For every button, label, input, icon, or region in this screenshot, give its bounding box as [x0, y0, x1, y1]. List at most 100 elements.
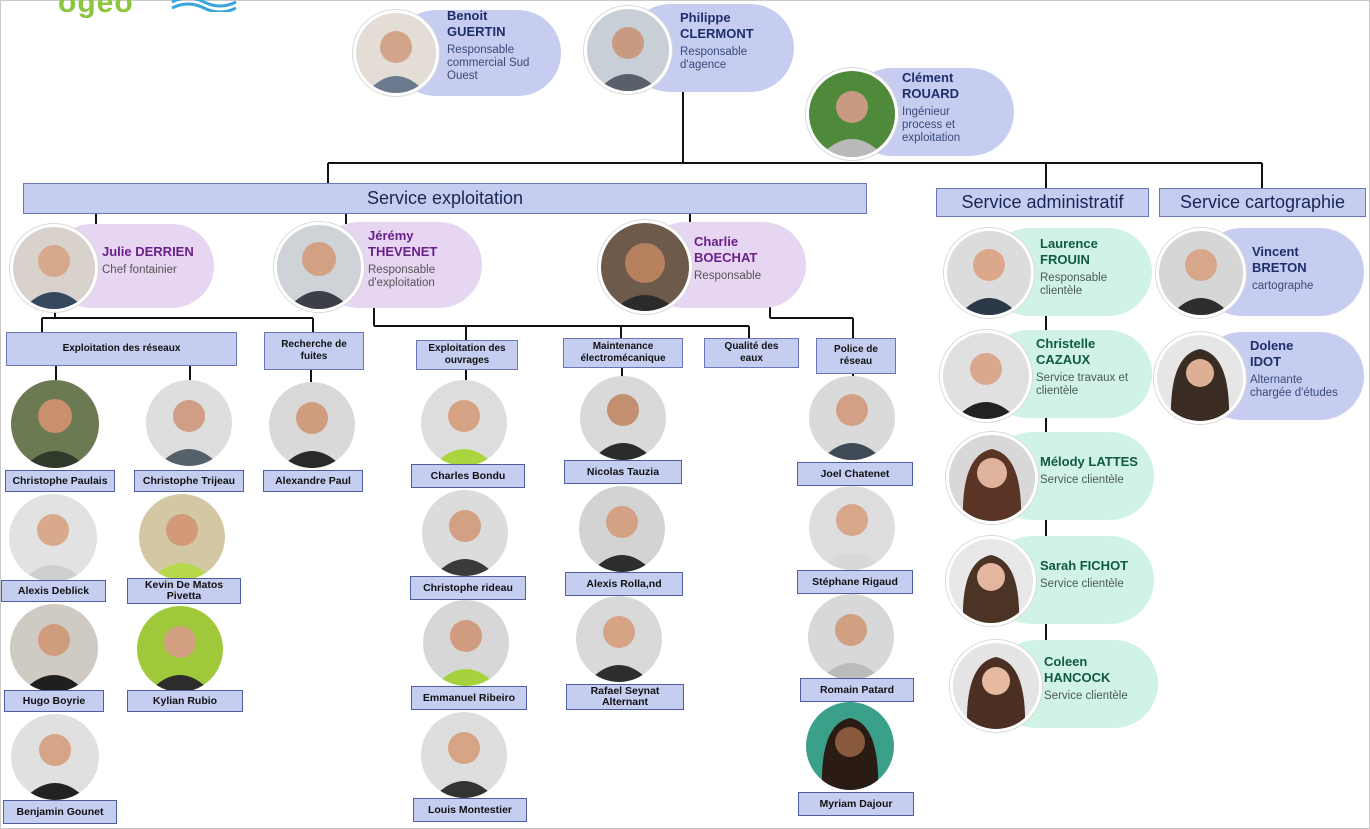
first-name: Benoit — [447, 8, 488, 23]
last-name: ROUARD — [902, 86, 960, 101]
team-qualite-eaux: Qualité des eaux — [704, 338, 799, 368]
portrait — [421, 380, 507, 466]
admin-card-hancock: Coleen HANCOCK Service clientèle — [950, 640, 1160, 732]
staff-name: Dolene IDOT — [1250, 338, 1294, 369]
member-name: Charles Bondu — [411, 464, 525, 488]
last-name: CLERMONT — [680, 26, 754, 41]
portrait — [11, 714, 99, 800]
member-name: Alexis Deblick — [1, 580, 106, 602]
staff-name: Laurence FROUIN — [1040, 236, 1098, 267]
portrait — [422, 490, 508, 576]
member-name: Christophe Paulais — [5, 470, 115, 492]
role: Ingénieur process et exploitation — [902, 106, 961, 144]
team-exploitation-reseaux: Exploitation des réseaux — [6, 332, 237, 366]
member-name: Alexandre Paul — [263, 470, 363, 492]
member-name: Louis Montestier — [413, 798, 527, 822]
person-card-clermont: Philippe CLERMONT Responsable d'agence — [584, 4, 796, 96]
carto-card-idot: Dolene IDOT Alternante chargée d'études — [1154, 332, 1366, 424]
staff-name: Coleen HANCOCK — [1044, 654, 1111, 685]
manager-role: Chef fontainier — [102, 264, 177, 276]
portrait — [940, 330, 1032, 422]
portrait — [274, 222, 364, 312]
portrait — [269, 382, 355, 468]
manager-card-boechat: Charlie BOECHAT Responsable — [598, 220, 808, 314]
portrait — [806, 68, 898, 160]
team-exploitation-ouvrages: Exploitation des ouvrages — [416, 340, 518, 370]
staff-role: Responsable clientèle — [1040, 272, 1108, 297]
member-name: Kevin De Matos Pivetta — [127, 578, 241, 604]
member-name: Benjamin Gounet — [3, 800, 117, 824]
admin-card-cazaux: Christelle CAZAUX Service travaux et cli… — [940, 330, 1154, 422]
member-name: Romain Patard — [800, 678, 914, 702]
staff-role: Service clientèle — [1040, 474, 1124, 486]
portrait — [11, 380, 99, 468]
staff-role: cartographe — [1252, 280, 1314, 292]
first-name: Philippe — [680, 10, 731, 25]
manager-name: Charlie BOECHAT — [694, 234, 758, 265]
staff-name: Mélody LATTES — [1040, 454, 1138, 469]
member-name: Alexis Rolla,nd — [565, 572, 683, 596]
manager-role: Responsable d'exploitation — [368, 264, 436, 289]
portrait — [1156, 228, 1246, 318]
service-exploitation-header: Service exploitation — [23, 183, 867, 214]
staff-name: Sarah FICHOT — [1040, 558, 1129, 573]
staff-name: Christelle CAZAUX — [1036, 336, 1096, 367]
manager-card-derrien: Julie DERRIEN Chef fontainier — [10, 224, 216, 312]
manager-name: Jérémy THEVENET — [368, 228, 438, 259]
member-name: Myriam Dajour — [798, 792, 914, 816]
portrait — [137, 606, 223, 692]
team-police-reseau: Police de réseau — [816, 338, 896, 374]
member-name: Stéphane Rigaud — [797, 570, 913, 594]
portrait — [806, 702, 894, 790]
person-card-guertin: Benoit GUERTIN Responsable commercial Su… — [353, 6, 563, 98]
member-name: Hugo Boyrie — [4, 690, 104, 712]
logo-text: ogéo — [58, 0, 134, 19]
service-administratif-header: Service administratif — [936, 188, 1149, 217]
company-logo: ogéo — [58, 0, 237, 20]
person-card-rouard: Clément ROUARD Ingénieur process et expl… — [806, 68, 1016, 160]
portrait — [421, 712, 507, 798]
portrait — [946, 432, 1038, 524]
member-name: Kylian Rubio — [127, 690, 243, 712]
portrait — [1154, 332, 1246, 424]
team-recherche-fuites: Recherche de fuites — [264, 332, 364, 370]
last-name: GUERTIN — [447, 24, 506, 39]
staff-name: Vincent BRETON — [1252, 244, 1307, 275]
portrait — [944, 228, 1034, 318]
role: Responsable d'agence — [680, 46, 748, 71]
staff-role: Service travaux et clientèle — [1036, 372, 1129, 397]
portrait — [579, 486, 665, 572]
portrait — [809, 376, 895, 460]
member-name: Emmanuel Ribeiro — [411, 686, 527, 710]
portrait — [9, 494, 97, 582]
manager-name: Julie DERRIEN — [102, 244, 194, 259]
manager-card-thevenet: Jérémy THEVENET Responsable d'exploitati… — [274, 220, 484, 312]
portrait — [808, 594, 894, 680]
portrait — [584, 6, 672, 94]
admin-card-fichot: Sarah FICHOT Service clientèle — [946, 536, 1156, 626]
member-name: Rafael Seynat Alternant — [566, 684, 684, 710]
portrait — [950, 640, 1042, 732]
first-name: Clément — [902, 70, 954, 85]
portrait — [576, 596, 662, 682]
staff-role: Service clientèle — [1040, 578, 1124, 590]
portrait — [580, 376, 666, 460]
service-cartographie-header: Service cartographie — [1159, 188, 1366, 217]
portrait — [809, 486, 895, 570]
member-name: Joel Chatenet — [797, 462, 913, 486]
staff-role: Alternante chargée d'études — [1250, 374, 1338, 399]
admin-card-lattes: Mélody LATTES Service clientèle — [946, 432, 1156, 524]
portrait — [423, 600, 509, 686]
logo-wave-icon — [171, 0, 237, 12]
portrait — [946, 536, 1036, 626]
role: Responsable commercial Sud Ouest — [447, 44, 530, 82]
portrait — [10, 604, 98, 692]
portrait — [353, 10, 439, 96]
member-name: Christophe Trijeau — [134, 470, 244, 492]
portrait — [10, 224, 98, 312]
portrait — [139, 494, 225, 580]
portrait — [146, 380, 232, 466]
carto-card-breton: Vincent BRETON cartographe — [1156, 228, 1366, 318]
team-maintenance: Maintenance électromécanique — [563, 338, 683, 368]
staff-role: Service clientèle — [1044, 690, 1128, 702]
